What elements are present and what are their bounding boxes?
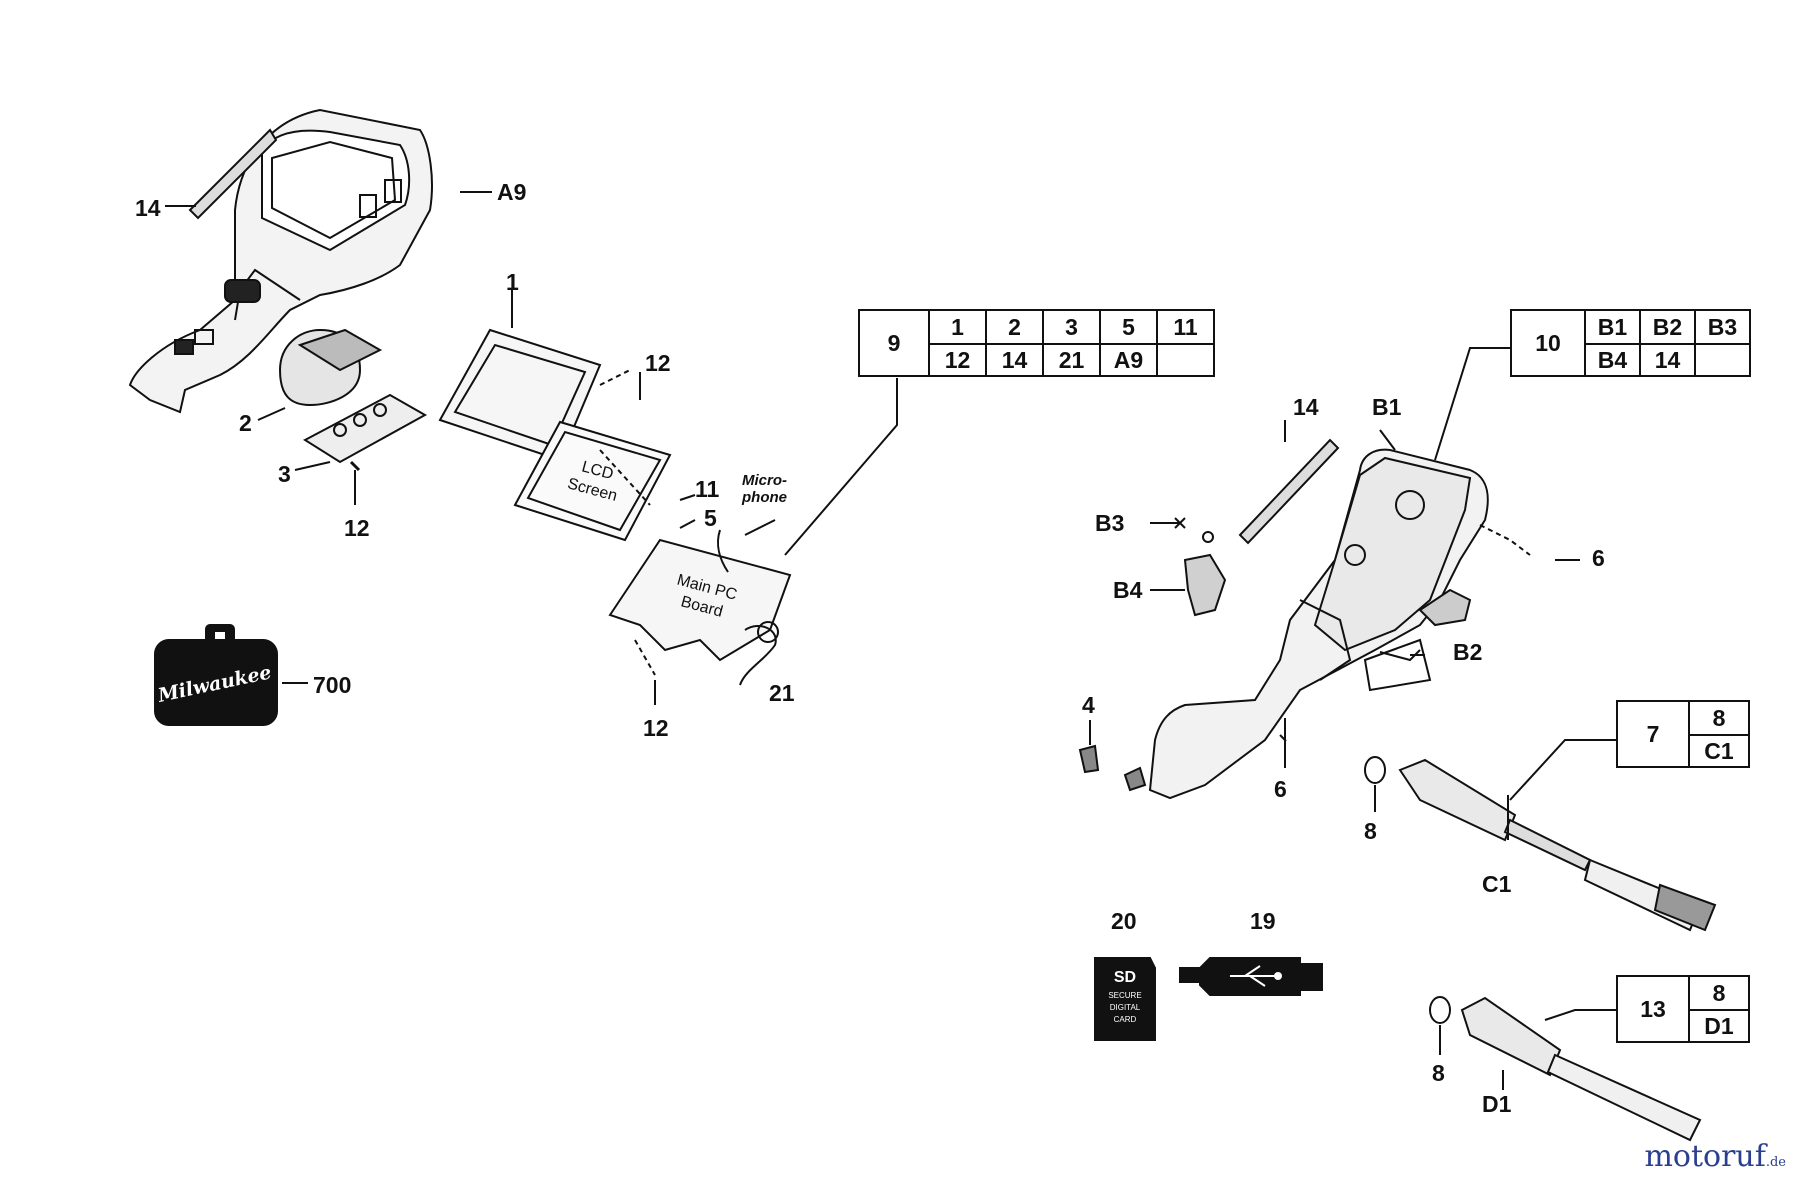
kit-10-cell: B4 bbox=[1584, 343, 1641, 377]
callout-6-right: 6 bbox=[1592, 545, 1605, 571]
camera-probe-d1 bbox=[1429, 996, 1702, 1142]
kit-10-cell: B1 bbox=[1584, 309, 1641, 345]
callout-microphone: Micro- phone bbox=[742, 472, 787, 507]
callout-14-top: 14 bbox=[135, 195, 161, 221]
main-pc-board bbox=[608, 494, 792, 705]
callout-b2: B2 bbox=[1453, 639, 1483, 665]
kit-7-table: 7 8 C1 bbox=[1616, 700, 1750, 768]
kit-9-cell: 12 bbox=[928, 343, 987, 377]
kit-9-cell: 21 bbox=[1042, 343, 1101, 377]
kit-10-cell: B3 bbox=[1694, 309, 1751, 345]
callout-4: 4 bbox=[1082, 692, 1095, 718]
rear-housing-b1 bbox=[1078, 420, 1580, 800]
kit-9-cell: 14 bbox=[985, 343, 1044, 377]
callout-19: 19 bbox=[1250, 908, 1276, 934]
lcd-frame-1 bbox=[438, 290, 641, 462]
callout-700: 700 bbox=[313, 672, 352, 698]
watermark: motoruf.de bbox=[1644, 1139, 1786, 1174]
kit-10-cell bbox=[1694, 343, 1751, 377]
front-housing-a9 bbox=[128, 108, 492, 414]
callout-14-right: 14 bbox=[1293, 394, 1319, 420]
kit-9-cell: 3 bbox=[1042, 309, 1101, 345]
callout-1: 1 bbox=[506, 269, 519, 295]
sd-card-20 bbox=[1094, 957, 1156, 1041]
callout-20: 20 bbox=[1111, 908, 1137, 934]
callout-2: 2 bbox=[239, 410, 252, 436]
callout-21: 21 bbox=[769, 680, 795, 706]
kit-7-head: 7 bbox=[1616, 700, 1690, 768]
carry-case-700 bbox=[154, 624, 308, 726]
callout-b3: B3 bbox=[1095, 510, 1125, 536]
kit-9-cell: 2 bbox=[985, 309, 1044, 345]
usb-cable-19 bbox=[1179, 957, 1323, 996]
callout-d1: D1 bbox=[1482, 1091, 1512, 1117]
kit-13-head: 13 bbox=[1616, 975, 1690, 1043]
kit-9-cell: 5 bbox=[1099, 309, 1158, 345]
kit-9-cell bbox=[1156, 343, 1215, 377]
kit-13-cell: 8 bbox=[1688, 975, 1750, 1011]
watermark-suffix: .de bbox=[1765, 1155, 1786, 1170]
kit10-leader bbox=[1434, 347, 1512, 461]
callout-12-upper: 12 bbox=[645, 350, 671, 376]
kit-10-cell: B2 bbox=[1639, 309, 1696, 345]
callout-11: 11 bbox=[695, 476, 720, 502]
small-parts-b3-b4 bbox=[1150, 517, 1227, 617]
kit-10-head: 10 bbox=[1510, 309, 1586, 377]
callout-8-upper: 8 bbox=[1364, 818, 1377, 844]
callout-12-left: 12 bbox=[344, 515, 370, 541]
lcd-screen bbox=[513, 420, 672, 542]
callout-a9: A9 bbox=[497, 179, 527, 205]
kit-9-table: 9 1 2 3 5 11 12 14 21 A9 bbox=[858, 309, 1215, 377]
kit-13-cell: D1 bbox=[1688, 1009, 1750, 1043]
kit9-leader bbox=[784, 378, 898, 556]
kit-9-cell: 11 bbox=[1156, 309, 1215, 345]
kit-9-head: 9 bbox=[858, 309, 930, 377]
callout-b4: B4 bbox=[1113, 577, 1143, 603]
kit-13-table: 13 8 D1 bbox=[1616, 975, 1750, 1043]
callout-12-bottom: 12 bbox=[643, 715, 669, 741]
callout-5: 5 bbox=[704, 505, 717, 531]
keypad-assembly bbox=[257, 328, 428, 505]
watermark-text: motoruf bbox=[1644, 1139, 1766, 1174]
callout-6-bottom: 6 bbox=[1274, 776, 1287, 802]
kit-10-cell: 14 bbox=[1639, 343, 1696, 377]
callout-3: 3 bbox=[278, 461, 291, 487]
sd-card-title: SD bbox=[1114, 969, 1136, 986]
callout-b1: B1 bbox=[1372, 394, 1402, 420]
kit-9-cell: 1 bbox=[928, 309, 987, 345]
camera-probe-c1 bbox=[1364, 739, 1717, 932]
kit-9-cell: A9 bbox=[1099, 343, 1158, 377]
kit-10-table: 10 B1 B2 B3 B4 14 bbox=[1510, 309, 1751, 377]
kit-7-cell: 8 bbox=[1688, 700, 1750, 736]
callout-c1: C1 bbox=[1482, 871, 1512, 897]
callout-8-lower: 8 bbox=[1432, 1060, 1445, 1086]
kit-7-cell: C1 bbox=[1688, 734, 1750, 768]
